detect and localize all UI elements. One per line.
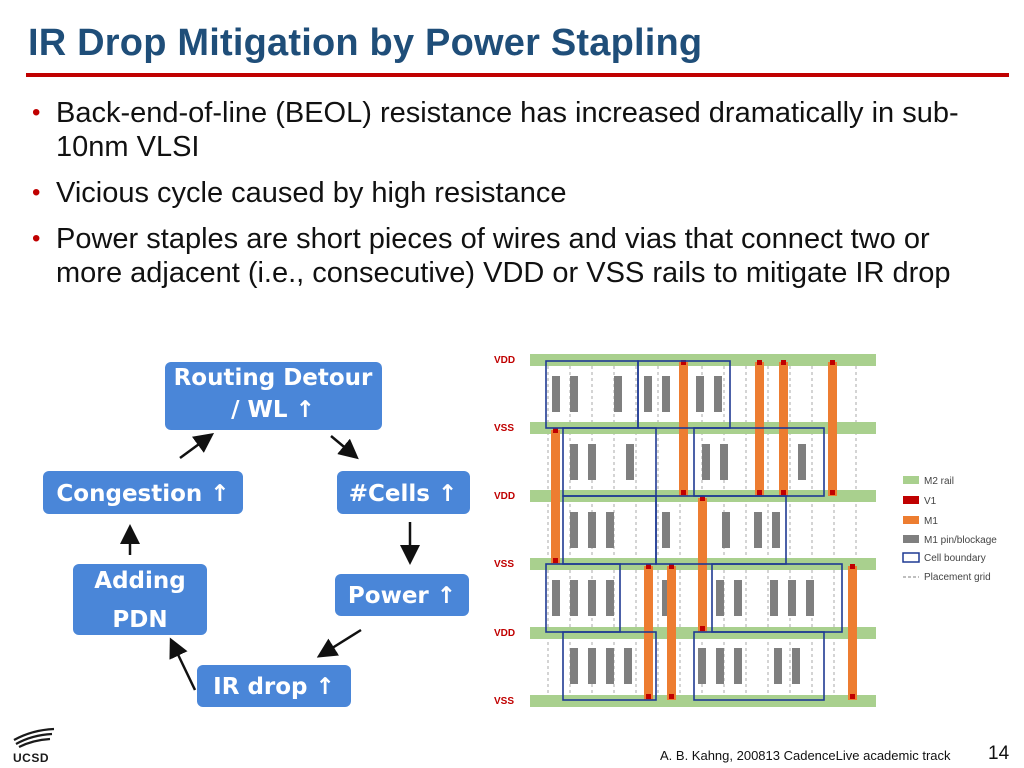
bullet-dot-icon: • <box>32 225 41 252</box>
svg-text:Adding: Adding <box>94 568 185 594</box>
bullet-list: • Back-end-of-line (BEOL) resistance has … <box>32 96 1002 302</box>
m1-pins <box>552 376 814 684</box>
svg-text:VSS: VSS <box>494 559 514 570</box>
svg-text:M1 pin/blockage: M1 pin/blockage <box>924 535 997 546</box>
cycle-node-routing-detour: Routing Detour / WL ↑ <box>165 362 382 430</box>
slide-title: IR Drop Mitigation by Power Stapling <box>28 22 703 64</box>
m1-power-staples <box>551 362 857 700</box>
ucsd-logo-text: UCSD <box>13 751 50 765</box>
svg-text:Congestion ↑: Congestion ↑ <box>56 481 229 507</box>
svg-text:IR drop ↑: IR drop ↑ <box>213 674 335 700</box>
svg-text:Cell boundary: Cell boundary <box>924 553 986 564</box>
power-staple-layout-figure: VDD VSS VDD VSS VDD VSS <box>494 354 997 708</box>
cycle-node-power: Power ↑ <box>335 574 469 616</box>
svg-text:VSS: VSS <box>494 423 514 434</box>
bullet-text: Back-end-of-line (BEOL) resistance has i… <box>56 97 959 163</box>
cycle-node-adding-pdn: Adding PDN <box>73 564 207 635</box>
svg-text:#Cells ↑: #Cells ↑ <box>349 481 458 507</box>
cycle-arrow <box>169 637 197 691</box>
bullet-text: Power staples are short pieces of wires … <box>56 223 951 289</box>
bullet-dot-icon: • <box>32 99 41 126</box>
svg-text:VDD: VDD <box>494 491 515 502</box>
svg-text:M2 rail: M2 rail <box>924 476 954 487</box>
svg-text:/ WL ↑: / WL ↑ <box>231 397 315 423</box>
cell-boundaries <box>545 360 843 701</box>
svg-text:V1: V1 <box>924 496 937 507</box>
svg-text:Placement grid: Placement grid <box>924 572 991 583</box>
svg-text:VDD: VDD <box>494 355 515 366</box>
page-number: 14 <box>988 743 1010 764</box>
svg-text:M1: M1 <box>924 516 938 527</box>
ucsd-logo-icon <box>13 727 55 748</box>
svg-text:VSS: VSS <box>494 696 514 707</box>
cycle-node-cells: #Cells ↑ <box>337 471 470 514</box>
svg-text:VDD: VDD <box>494 628 515 639</box>
vicious-cycle-diagram: Routing Detour / WL ↑ #Cells ↑ Power ↑ I… <box>43 362 470 707</box>
bullet-item: • Power staples are short pieces of wires… <box>32 222 1002 290</box>
bullet-item: • Vicious cycle caused by high resistance <box>32 176 1002 210</box>
cycle-node-ir-drop: IR drop ↑ <box>197 665 351 707</box>
cycle-arrow <box>330 435 359 460</box>
title-underline <box>26 73 1009 77</box>
layout-legend: M2 rail V1 M1 M1 pin/blockage Cell bound… <box>902 476 997 583</box>
cycle-node-congestion: Congestion ↑ <box>43 471 243 514</box>
bullet-item: • Back-end-of-line (BEOL) resistance has … <box>32 96 1002 164</box>
cycle-arrows <box>120 433 420 691</box>
cycle-arrow <box>179 433 215 460</box>
v1-vias <box>553 360 855 699</box>
footer-citation: A. B. Kahng, 200813 CadenceLive academic… <box>660 748 951 763</box>
svg-text:Routing Detour: Routing Detour <box>174 365 373 391</box>
rail-labels: VDD VSS VDD VSS VDD VSS <box>494 355 515 707</box>
svg-text:PDN: PDN <box>112 607 167 633</box>
bullet-text: Vicious cycle caused by high resistance <box>56 177 567 209</box>
bullet-dot-icon: • <box>32 179 41 206</box>
svg-text:Power ↑: Power ↑ <box>348 583 456 609</box>
cycle-arrow <box>316 628 362 658</box>
